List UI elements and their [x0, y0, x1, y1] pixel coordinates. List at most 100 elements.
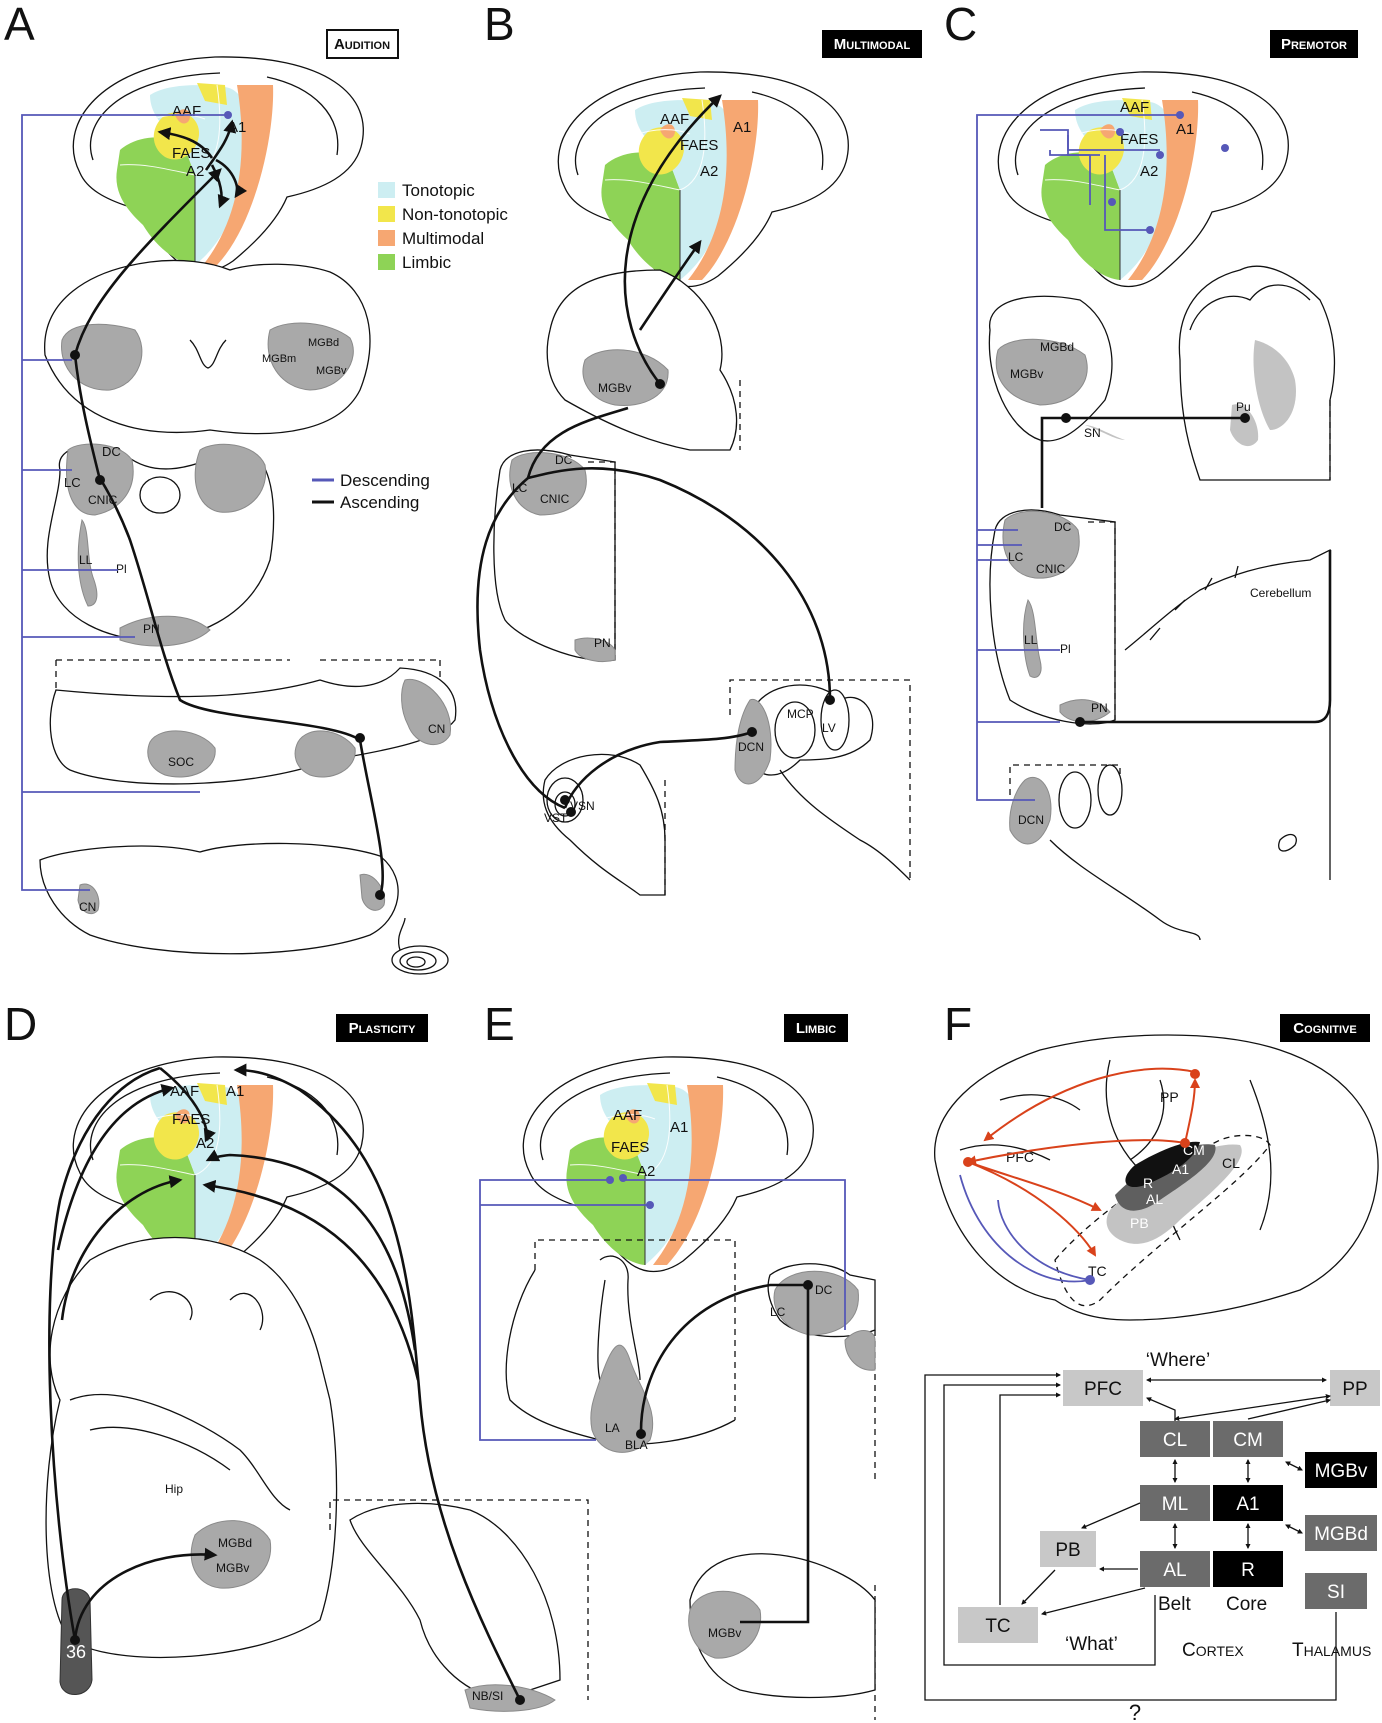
panel-e-ascending-pathway: [636, 1280, 813, 1624]
box-tc-label: TC: [985, 1616, 1010, 1637]
box-mgbv-label: MGBv: [1315, 1461, 1368, 1482]
panel-e-label-mgbv: MGBv: [708, 1626, 741, 1640]
panel-d-label-hip: Hip: [165, 1482, 183, 1496]
label-what: ‘What’: [1065, 1634, 1118, 1655]
panel-a-thalamus-section: [44, 259, 371, 435]
panel-a-label-mgbv: MGBv: [316, 365, 347, 377]
box-tc: [958, 1607, 1038, 1643]
panel-f-letter: F: [944, 998, 972, 1050]
panel-e-label-a1: A1: [670, 1119, 688, 1136]
box-cm: [1213, 1421, 1283, 1457]
panel-c-label-ll: LL: [1024, 633, 1038, 647]
panel-b-label-lv: LV: [822, 721, 836, 735]
panel-a-tag-text: AUDITION: [334, 36, 390, 53]
panel-c-ascending-pathway: [1040, 413, 1332, 727]
panel-c-label-a2: A2: [1140, 163, 1158, 180]
panel-b-label-cnic: CNIC: [540, 492, 570, 506]
label-question: ?: [1129, 1700, 1141, 1723]
panel-c-label-mgbv: MGBv: [1010, 367, 1043, 381]
panel-a-label-mgbd: MGBd: [308, 337, 339, 349]
panel-c-descending-pathway: [976, 111, 1229, 801]
panel-d-tag-text: PLASTICITY: [349, 1020, 417, 1037]
panel-e-letter: E: [484, 998, 515, 1050]
panel-a: AAF A1 FAES A2 Tonotopic Non-tonotopic M…: [21, 56, 508, 975]
panel-c-label-dc: DC: [1054, 520, 1072, 534]
panel-a-label-a2: A2: [186, 163, 204, 180]
panel-c: AAF A1 FAES A2 MGBd MGBv SN Pu DC LC CNI…: [976, 71, 1336, 941]
panel-d-label-a2: A2: [196, 1135, 214, 1152]
legend-descending-label: Descending: [340, 471, 430, 490]
legend-swatch-limbic: [378, 254, 395, 270]
box-pp: [1330, 1370, 1380, 1406]
box-pfc-label: PFC: [1084, 1379, 1122, 1400]
box-a1: [1213, 1485, 1283, 1521]
label-where: ‘Where’: [1146, 1350, 1210, 1371]
box-ml: [1140, 1485, 1210, 1521]
panel-d-label-nbsi: NB/SI: [472, 1689, 503, 1703]
cochlea-icon: [391, 917, 449, 975]
panel-b-label-vst: VST: [544, 811, 568, 825]
panel-d-cortex: [72, 1056, 364, 1273]
panel-f-tag-text: COGNITIVE: [1293, 1020, 1356, 1037]
panel-a-label-dc: DC: [102, 444, 121, 459]
panel-e-tag-text: LIMBIC: [796, 1020, 836, 1037]
panel-f-brain: CM A1 CL R AL PB PP PFC TC: [934, 1034, 1379, 1321]
box-si: [1305, 1573, 1367, 1609]
legend-ascending-label: Ascending: [340, 493, 419, 512]
f-brain-label-a1: A1: [1172, 1161, 1189, 1177]
panel-b-label-faes: FAES: [680, 137, 718, 154]
f-brain-label-pb: PB: [1130, 1215, 1149, 1231]
panel-c-label-dcn: DCN: [1018, 813, 1044, 827]
panel-b-ascending-pathway: [476, 94, 835, 817]
box-al-label: AL: [1163, 1560, 1186, 1581]
box-mgbv: [1305, 1452, 1377, 1488]
panel-c-label-pl: Pl: [1060, 642, 1071, 656]
box-cm-label: CM: [1233, 1430, 1263, 1451]
box-pb-label: PB: [1055, 1540, 1080, 1561]
legend-swatch-nontonotopic: [378, 206, 395, 222]
panel-c-label-cerebellum: Cerebellum: [1250, 586, 1311, 600]
label-belt: Belt: [1158, 1594, 1191, 1615]
box-diagram-arrows: [924, 1372, 1337, 1701]
panel-a-label-cn-bottom: CN: [79, 900, 96, 914]
panel-e-label-faes: FAES: [611, 1139, 649, 1156]
panel-f-box-diagram: ‘Where’ PFC PP CL CM MGBv ML A1 MGBd PB …: [924, 1350, 1380, 1723]
panel-a-label-lc: LC: [64, 475, 81, 490]
label-cortex: CORTEX: [1182, 1640, 1244, 1661]
label-thalamus: THALAMUS: [1292, 1640, 1371, 1661]
panel-c-label-mgbd: MGBd: [1040, 340, 1074, 354]
panel-d-label-36: 36: [66, 1642, 86, 1662]
box-si-label: SI: [1327, 1582, 1345, 1603]
panel-c-label-pn: PN: [1091, 701, 1108, 715]
legend-label-nontonotopic: Non-tonotopic: [402, 205, 508, 224]
panel-c-label-aaf: AAF: [1120, 99, 1149, 116]
panel-e-label-lc: LC: [770, 1305, 786, 1319]
label-core: Core: [1226, 1594, 1267, 1615]
panel-a-label-cn-top: CN: [428, 722, 445, 736]
f-brain-label-al: AL: [1146, 1191, 1163, 1207]
f-brain-label-pp: PP: [1160, 1089, 1179, 1105]
panel-b-tag: MULTIMODAL: [822, 30, 922, 58]
panel-e: AAF A1 FAES A2 LA BLA DC LC MGBv: [479, 1056, 876, 1720]
panel-b-label-dcn: DCN: [738, 740, 764, 754]
panel-c-label-sn: SN: [1084, 426, 1101, 440]
panel-a-label-mgbm: MGBm: [262, 353, 296, 365]
box-r-label: R: [1241, 1560, 1255, 1581]
panel-b-label-a1: A1: [733, 119, 751, 136]
panel-c-label-faes: FAES: [1120, 131, 1158, 148]
panel-c-letter: C: [944, 0, 977, 50]
path-legend: Descending Ascending: [312, 471, 430, 512]
panel-a-label-pl: Pl: [116, 562, 127, 576]
panel-a-label-faes: FAES: [172, 145, 210, 162]
legend-label-limbic: Limbic: [402, 253, 452, 272]
panel-d-label-mgbv: MGBv: [216, 1561, 249, 1575]
box-al: [1140, 1551, 1210, 1587]
panel-d-tag: PLASTICITY: [336, 1014, 428, 1042]
panel-b: AAF A1 FAES A2 MGBv DC LC CNIC PN MCP DC…: [476, 71, 911, 896]
panel-a-medulla-section: [39, 842, 399, 955]
legend-label-multimodal: Multimodal: [402, 229, 484, 248]
panel-f-tag: COGNITIVE: [1280, 1014, 1370, 1042]
box-a1-label: A1: [1236, 1494, 1259, 1515]
f-brain-label-r: R: [1143, 1175, 1153, 1191]
